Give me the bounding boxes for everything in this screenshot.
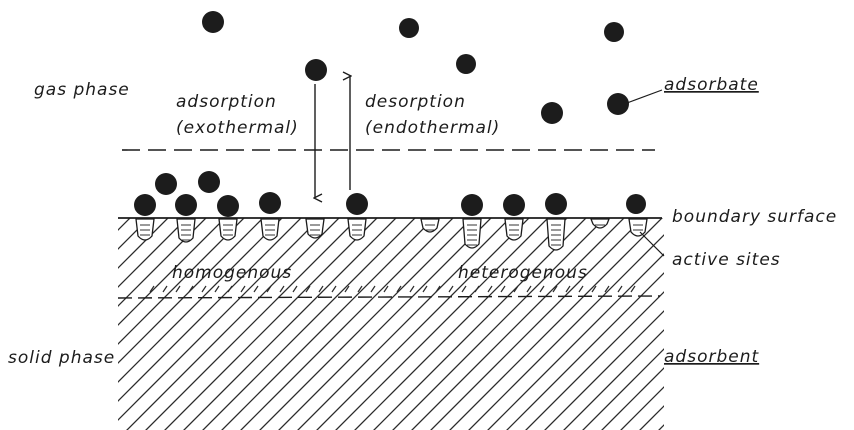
hatch-line (478, 210, 708, 430)
molecule (503, 194, 525, 216)
zone-tick (579, 286, 583, 292)
molecule (175, 194, 197, 216)
homogenous-label: homogenous (172, 263, 292, 283)
active-sites-leader-line (640, 232, 664, 256)
hatch-line (535, 210, 765, 430)
molecule (626, 194, 646, 214)
zone-tick (618, 286, 622, 292)
hatch-line (0, 210, 157, 430)
hatch-line (725, 210, 854, 430)
molecule (461, 194, 483, 216)
zone-tick (488, 286, 492, 292)
zone-tick (163, 286, 167, 292)
zone-tick (293, 286, 297, 292)
solid-phase-hatching (0, 210, 854, 430)
molecule (202, 11, 224, 33)
hatch-line (668, 210, 854, 430)
active-site-pocket (591, 219, 609, 228)
hatch-line (706, 210, 854, 430)
hatch-line (839, 210, 854, 430)
zone-tick (371, 286, 375, 292)
zone-tick (228, 286, 232, 292)
active-site-pocket (463, 219, 481, 248)
hatch-line (497, 210, 727, 430)
hatch-line (0, 210, 176, 430)
hatch-line (573, 210, 803, 430)
molecule (399, 18, 419, 38)
zone-tick (501, 286, 505, 292)
molecule (541, 102, 563, 124)
molecule (259, 192, 281, 214)
hatch-line (0, 210, 138, 430)
active-site-pocket (505, 219, 523, 240)
active-site-pocket (177, 219, 195, 242)
zone-tick (423, 286, 427, 292)
molecule (607, 93, 629, 115)
molecule (134, 194, 156, 216)
zone-tick (449, 286, 453, 292)
hatch-line (782, 210, 854, 430)
zone-tick (475, 286, 479, 292)
zone-tick (462, 286, 466, 292)
hatch-line (0, 210, 100, 430)
molecule (545, 193, 567, 215)
hatch-line (649, 210, 854, 430)
hatch-line (801, 210, 854, 430)
hatch-line (0, 210, 119, 430)
hatch-line (763, 210, 854, 430)
zone-tick (527, 286, 531, 292)
zone-tick (202, 286, 206, 292)
hatch-line (0, 210, 195, 430)
active-site-pocket (348, 219, 366, 240)
zone-tick (280, 286, 284, 292)
molecule (604, 22, 624, 42)
molecule (305, 59, 327, 81)
molecule (217, 195, 239, 217)
hatch-line (687, 210, 854, 430)
active-site-pocket (261, 219, 279, 240)
zone-tick (176, 286, 180, 292)
adsorbate-leader-line (627, 90, 662, 103)
zone-tick (540, 286, 544, 292)
active-site-pocket (136, 219, 154, 240)
zone-tick (254, 286, 258, 292)
hatch-line (744, 210, 854, 430)
hatch-line (0, 210, 214, 430)
desorption-label: desorption (365, 92, 466, 112)
molecule (456, 54, 476, 74)
hatch-line (820, 210, 854, 430)
solid-phase-label: solid phase (8, 348, 115, 368)
endothermal-label: (endothermal) (365, 118, 500, 138)
molecule (198, 171, 220, 193)
adsorbent-label: adsorbent (664, 347, 759, 367)
zone-tick (410, 286, 414, 292)
active-site-pocket (219, 219, 237, 240)
hatch-line (554, 210, 784, 430)
zone-tick (332, 286, 336, 292)
active-site-pocket (629, 219, 647, 236)
exothermal-label: (exothermal) (176, 118, 299, 138)
gas-phase-label: gas phase (34, 80, 130, 100)
adsorption-label: adsorption (176, 92, 277, 112)
zone-tick (215, 286, 219, 292)
boundary-surface-label: boundary surface (672, 207, 837, 227)
molecule (346, 193, 368, 215)
subsurface-dashed-line (118, 296, 660, 298)
molecules-group (134, 11, 646, 217)
hatch-line (611, 210, 841, 430)
adsorbate-label: adsorbate (664, 75, 759, 95)
heterogenous-label: heterogenous (458, 263, 588, 283)
hatch-line (592, 210, 822, 430)
molecule (155, 173, 177, 195)
hatch-line (630, 210, 854, 430)
zone-tick (241, 286, 245, 292)
active-sites-label: active sites (672, 250, 781, 270)
